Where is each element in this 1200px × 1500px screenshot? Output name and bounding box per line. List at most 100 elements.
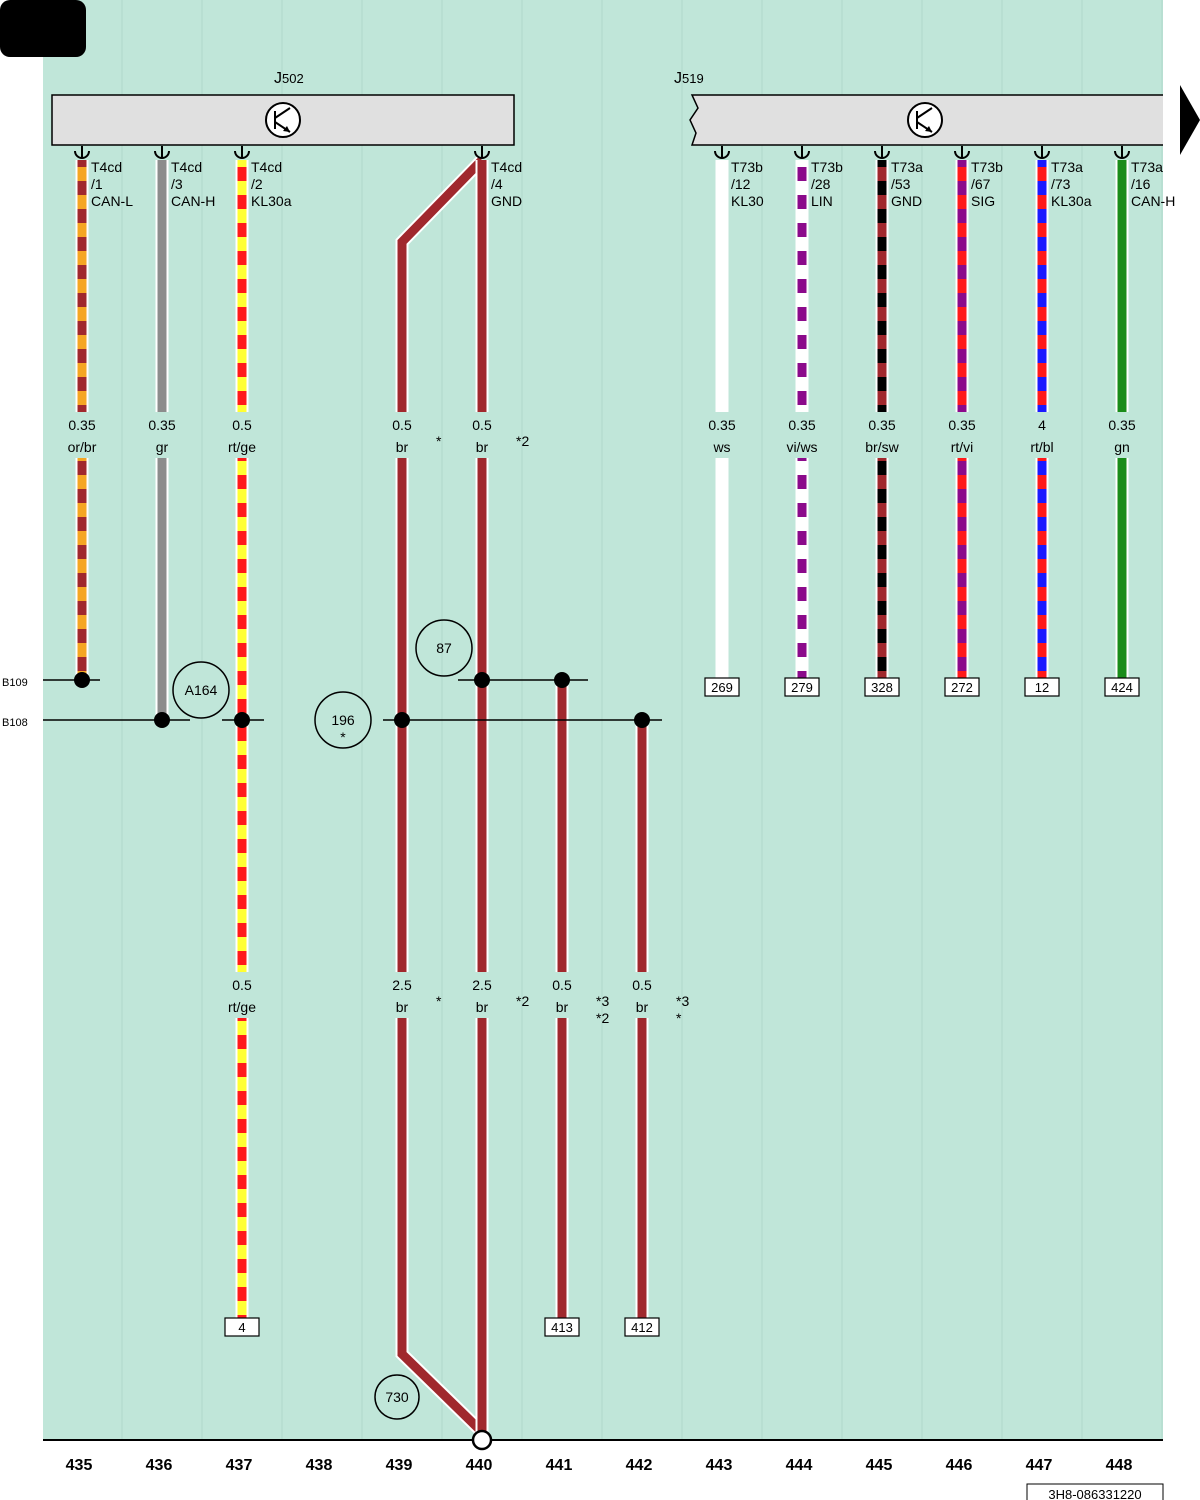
svg-text:412: 412 [631,1320,653,1335]
svg-text:0.35: 0.35 [948,417,975,433]
ground-connector-icon [74,146,90,159]
document-number: 3H8-086331220 [1026,1483,1164,1500]
column-number: 442 [626,1457,653,1474]
ref-circle-87: 87 [415,619,473,677]
wire-spec-label: 0.35 ws [698,412,746,458]
wire-footnote: * [436,993,442,1009]
junction-dot [394,712,410,728]
wire-reference-box: 272 [944,677,980,697]
wire-footnote: *3*2 [596,993,609,1026]
wire-spec-label: 0.5 br [378,412,426,458]
svg-text:0.35: 0.35 [148,417,175,433]
component-label-j502: J502 [274,70,304,87]
corner-tab [0,0,86,57]
svg-text:328: 328 [871,680,893,695]
column-number: 446 [946,1457,973,1474]
ground-connector-icon [234,146,250,159]
svg-text:vi/ws: vi/ws [786,439,817,455]
component-label-j519: J519 [674,70,704,87]
svg-text:rt/ge: rt/ge [228,999,256,1015]
svg-text:br: br [396,439,409,455]
svg-text:rt/bl: rt/bl [1030,439,1053,455]
wire-spec-label: 0.5br [458,412,506,458]
ground-terminal [471,1429,493,1451]
column-number: 437 [226,1457,253,1474]
bus-label-b109: B109 [2,677,28,689]
svg-text:730: 730 [385,1389,409,1405]
wire-reference-box: 12 [1024,677,1060,697]
wire-reference-box: 269 [704,677,740,697]
wire-spec-label: 0.5rt/ge [218,412,266,458]
svg-text:0.5: 0.5 [232,977,252,993]
svg-text:2.5: 2.5 [472,977,492,993]
wire-reference-box: 424 [1104,677,1140,697]
column-number: 440 [466,1457,493,1474]
ground-connector-icon [154,146,170,159]
ground-connector-icon [874,146,890,159]
transistor-icon [265,102,301,138]
svg-text:4: 4 [1038,417,1046,433]
svg-text:0.5: 0.5 [552,977,572,993]
wire-spec-label: 2.5 br [378,972,426,1018]
svg-text:br: br [556,999,569,1015]
wire-reference-box: 328 [864,677,900,697]
svg-text:gr: gr [156,439,169,455]
svg-text:br: br [636,999,649,1015]
svg-text:87: 87 [436,640,452,656]
column-number: 439 [386,1457,413,1474]
svg-text:0.5: 0.5 [392,417,412,433]
ground-connector-icon [1114,146,1130,159]
svg-text:0.35: 0.35 [708,417,735,433]
svg-text:0.35: 0.35 [868,417,895,433]
column-number: 441 [546,1457,573,1474]
column-number: 438 [306,1457,333,1474]
wire-spec-label: 2.5br [458,972,506,1018]
junction-dot [154,712,170,728]
svg-text:br: br [476,439,489,455]
svg-text:2.5: 2.5 [392,977,412,993]
junction-dot [474,672,490,688]
svg-text:A164: A164 [185,682,218,698]
svg-text:br/sw: br/sw [865,439,899,455]
ground-connector-icon [794,146,810,159]
column-number: 445 [866,1457,893,1474]
wire-spec-label: 0.5 br [538,972,586,1018]
wire-439 [395,155,487,1437]
component-j502: J502 [51,70,515,146]
svg-text:0.35: 0.35 [68,417,95,433]
ref-circle-a164: A164 [172,661,230,719]
wire-footnote: * [436,433,442,449]
svg-text:12: 12 [1035,680,1049,695]
transistor-icon [907,102,943,138]
wire-spec-label: 4 rt/bl [1018,412,1066,458]
svg-text:4: 4 [238,1320,245,1335]
wire-reference-box: 413 [544,1317,580,1337]
svg-text:3H8-086331220: 3H8-086331220 [1048,1487,1141,1500]
wire-reference-box: 412 [624,1317,660,1337]
component-j519: J519 [674,70,1163,146]
column-number: 448 [1106,1457,1133,1474]
svg-text:279: 279 [791,680,813,695]
svg-text:rt/vi: rt/vi [951,439,974,455]
svg-text:br: br [396,999,409,1015]
svg-text:*: * [340,729,346,745]
junctions [74,672,650,728]
junction-dot [74,672,90,688]
wire-spec-label: 0.35 br/sw [858,412,906,458]
svg-text:ws: ws [712,439,730,455]
wire-reference-box: 4 [224,1317,260,1337]
ground-connector-icon [714,146,730,159]
wire-footnote: *2 [516,433,529,449]
svg-text:424: 424 [1111,680,1133,695]
svg-text:272: 272 [951,680,973,695]
